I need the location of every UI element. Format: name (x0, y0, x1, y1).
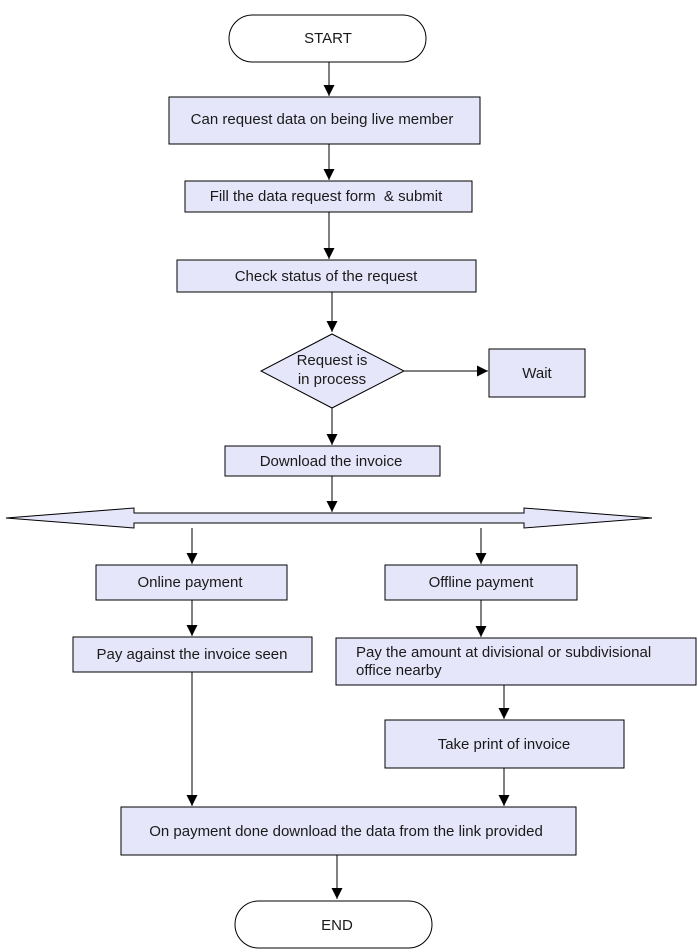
start-label: START (304, 30, 352, 47)
download-invoice-node: Download the invoice (224, 445, 441, 477)
decision-label-line2: in process (298, 371, 366, 388)
take-print-label: Take print of invoice (438, 736, 571, 753)
wait-label: Wait (522, 365, 552, 382)
download-data-node: On payment done download the data from t… (120, 806, 577, 856)
start-node: START (228, 14, 427, 63)
pay-office-label-line1: Pay the amount at divisional or subdivis… (356, 644, 651, 661)
download-invoice-label: Download the invoice (260, 453, 403, 470)
offline-payment-node: Offline payment (384, 564, 578, 601)
online-payment-label: Online payment (137, 574, 243, 591)
step-fill-label: Fill the data request form & submit (210, 188, 443, 205)
offline-payment-label: Offline payment (429, 574, 535, 591)
wait-node: Wait (488, 348, 586, 398)
pay-invoice-label: Pay against the invoice seen (97, 646, 288, 663)
pay-office-label-line2: office nearby (356, 662, 442, 679)
step-check-label: Check status of the request (235, 268, 418, 285)
fork-double-arrow (5, 507, 653, 529)
step-member-node: Can request data on being live member (168, 96, 481, 145)
end-label: END (321, 917, 353, 934)
step-check-node: Check status of the request (176, 259, 477, 293)
step-member-label: Can request data on being live member (191, 111, 454, 128)
decision-label-line1: Request is (297, 352, 368, 369)
take-print-node: Take print of invoice (384, 719, 625, 769)
pay-office-node: Pay the amount at divisional or subdivis… (335, 637, 697, 686)
end-node: END (234, 900, 433, 949)
pay-invoice-node: Pay against the invoice seen (72, 636, 313, 673)
download-data-label: On payment done download the data from t… (149, 823, 543, 840)
step-fill-node: Fill the data request form & submit (184, 180, 473, 213)
online-payment-node: Online payment (95, 564, 288, 601)
decision-node: Request is in process (259, 333, 406, 409)
